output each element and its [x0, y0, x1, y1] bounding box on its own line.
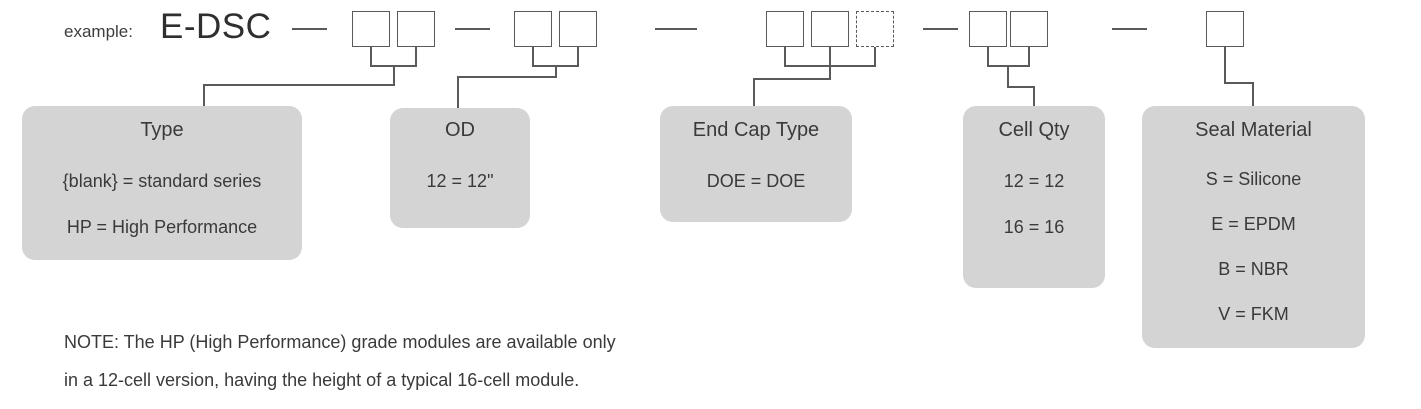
wire-type — [203, 47, 417, 106]
legend-title-end-cap-type: End Cap Type — [692, 119, 820, 141]
type-slot-1[interactable] — [352, 11, 390, 47]
od-slot-2[interactable] — [559, 11, 597, 47]
legend-title-cell-qty: Cell Qty — [998, 119, 1070, 141]
cell-qty-slot-1[interactable] — [969, 11, 1007, 47]
note-line-1: NOTE: The HP (High Performance) grade mo… — [64, 332, 616, 352]
wire-od — [457, 47, 579, 108]
legend-option-cell-qty-1: 16 = 16 — [1003, 217, 1065, 237]
wire-seal — [1224, 47, 1254, 106]
legend-option-type-0: {blank} = standard series — [62, 171, 262, 191]
note-line-2: in a 12-cell version, having the height … — [64, 370, 580, 390]
legend-option-type-1: HP = High Performance — [66, 217, 258, 237]
end-cap-slot-3-optional[interactable] — [856, 11, 894, 47]
type-slot-2[interactable] — [397, 11, 435, 47]
legend-option-end-cap-0: DOE = DOE — [706, 171, 806, 191]
od-slot-1[interactable] — [514, 11, 552, 47]
seal-material-slot-1[interactable] — [1206, 11, 1244, 47]
legend-title-type: Type — [140, 119, 184, 141]
legend-option-seal-2: B = NBR — [1218, 259, 1289, 279]
example-label: example: — [64, 22, 133, 41]
legend-box-end-cap-type: End Cap Type DOE = DOE — [660, 106, 852, 222]
legend-option-seal-0: S = Silicone — [1205, 169, 1302, 189]
legend-title-seal-material: Seal Material — [1195, 119, 1312, 141]
cell-qty-slot-2[interactable] — [1010, 11, 1048, 47]
legend-box-type: Type {blank} = standard series HP = High… — [22, 106, 302, 260]
legend-box-cell-qty: Cell Qty 12 = 12 16 = 16 — [963, 106, 1105, 288]
example-code: E-DSC — [160, 7, 272, 46]
end-cap-slot-1[interactable] — [766, 11, 804, 47]
end-cap-slot-2[interactable] — [811, 11, 849, 47]
legend-title-od: OD — [445, 119, 475, 141]
legend-box-seal-material: Seal Material S = Silicone E = EPDM B = … — [1142, 106, 1365, 348]
legend-option-seal-3: V = FKM — [1218, 304, 1289, 324]
legend-option-seal-1: E = EPDM — [1211, 214, 1296, 234]
legend-option-cell-qty-0: 12 = 12 — [1003, 171, 1065, 191]
legend-option-od-0: 12 = 12" — [426, 171, 494, 191]
legend-box-od: OD 12 = 12" — [390, 108, 530, 228]
wire-endcap — [753, 47, 876, 106]
wire-cellqty — [987, 47, 1035, 106]
